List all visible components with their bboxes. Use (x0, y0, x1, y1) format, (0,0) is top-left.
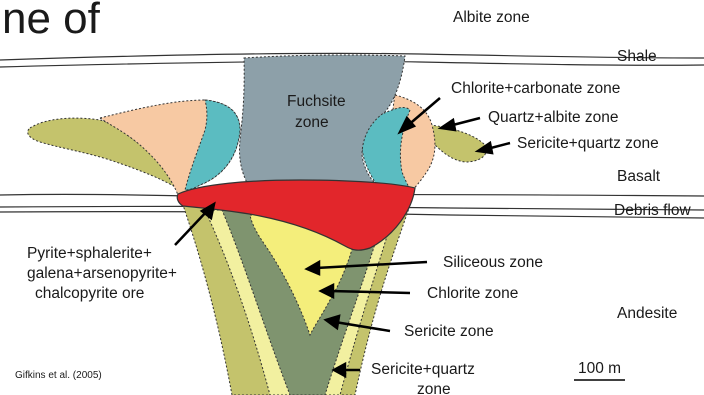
scale-label: 100 m (578, 360, 621, 377)
siliceous-zone-label: Siliceous zone (443, 254, 543, 271)
arrowhead-quartz-albite (441, 120, 455, 130)
shale-label: Shale (617, 48, 657, 65)
sericite-quartz-zone-right-wing (430, 125, 486, 162)
chlorite-zone-label: Chlorite zone (427, 285, 518, 302)
basalt-label: Basalt (617, 168, 661, 185)
chlorite-carbonate-label: Chlorite+carbonate zone (451, 80, 620, 97)
fuchsite-label-line1: Fuchsite (287, 93, 346, 110)
sericite-quartz-lower-label-line2: zone (417, 381, 451, 395)
ore-label-line1: Pyrite+sphalerite+ (27, 245, 152, 262)
ore-label-line2: galena+arsenopyrite+ (27, 265, 177, 282)
citation: Gifkins et al. (2005) (15, 370, 102, 381)
sericite-zone-label: Sericite zone (404, 323, 494, 340)
sericite-quartz-upper-label: Sericite+quartz zone (517, 135, 659, 152)
andesite-label: Andesite (617, 305, 677, 322)
albite-zone-label: Albite zone (453, 9, 530, 26)
quartz-albite-label: Quartz+albite zone (488, 109, 619, 126)
debris-flow-label: Debris flow (614, 202, 691, 219)
sericite-quartz-lower-label-line1: Sericite+quartz (371, 361, 475, 378)
fuchsite-label-line2: zone (295, 114, 329, 131)
ore-label-line3: chalcopyrite ore (35, 285, 144, 302)
page-title-fragment: ne of (2, 0, 101, 43)
